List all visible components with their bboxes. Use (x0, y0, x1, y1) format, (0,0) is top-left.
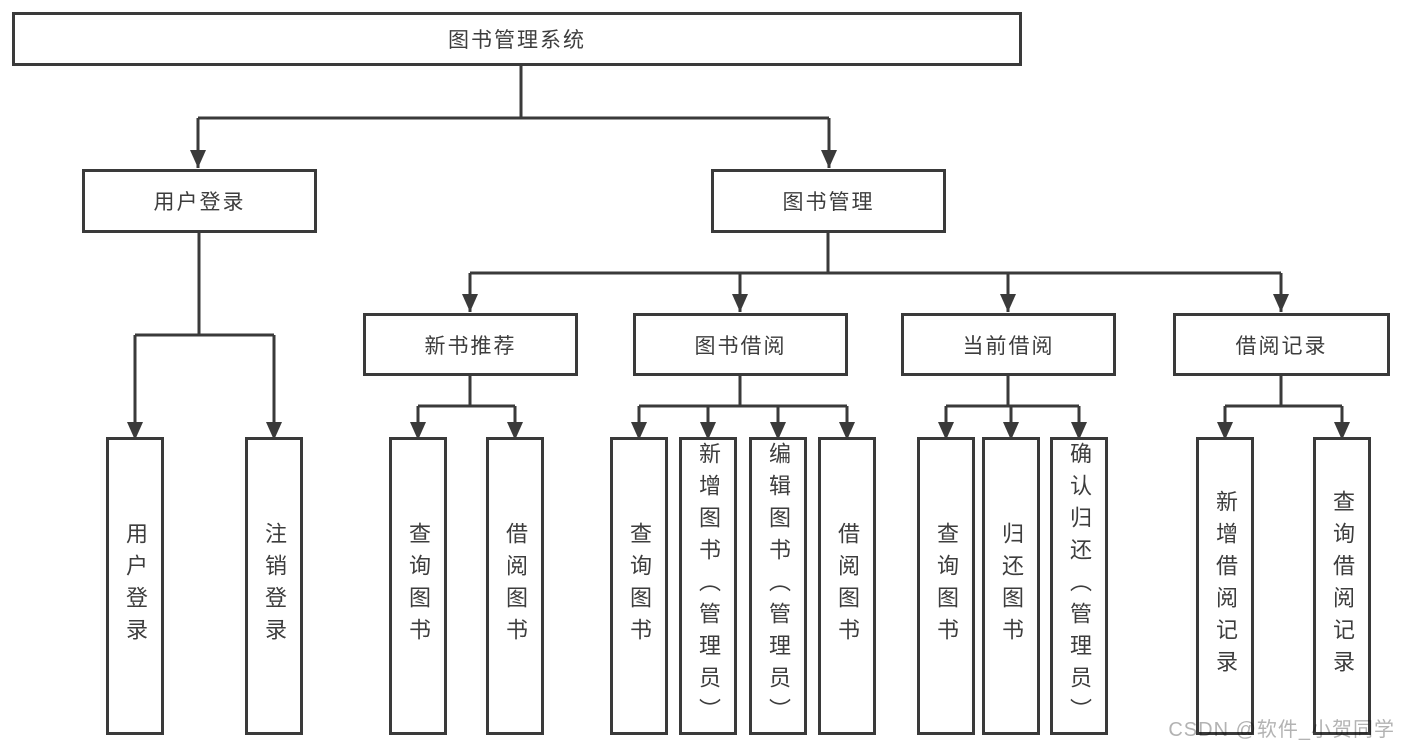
leaf-add-borrow-record-label: 新增借阅记录 (1213, 490, 1238, 682)
leaf-query-books-current: 查询图书 (917, 437, 975, 735)
leaf-borrow-books-recommend: 借阅图书 (486, 437, 544, 735)
node-book-borrow-label: 图书借阅 (694, 334, 787, 358)
node-user-login: 用户登录 (82, 169, 317, 233)
leaf-add-borrow-record: 新增借阅记录 (1196, 437, 1254, 735)
node-book-management-label: 图书管理 (782, 191, 875, 214)
leaf-return-book-label: 归还图书 (999, 522, 1024, 650)
leaf-logout: 注销登录 (245, 437, 303, 735)
leaf-user-login: 用户登录 (106, 437, 164, 735)
leaf-add-book-admin: 新增图书（管理员） (679, 437, 737, 735)
leaf-edit-book-admin-label: 编辑图书（管理员） (766, 442, 791, 730)
leaf-query-books-recommend-label: 查询图书 (406, 522, 431, 650)
leaf-borrow-books-recommend-label: 借阅图书 (503, 522, 528, 650)
node-book-borrow: 图书借阅 (633, 313, 848, 376)
leaf-confirm-return-admin: 确认归还（管理员） (1050, 437, 1108, 735)
node-user-login-label: 用户登录 (153, 191, 246, 214)
node-root: 图书管理系统 (12, 12, 1022, 66)
leaf-confirm-return-admin-label: 确认归还（管理员） (1067, 442, 1092, 730)
leaf-query-books-borrow-label: 查询图书 (627, 522, 652, 650)
node-borrow-records-label: 借阅记录 (1235, 334, 1328, 358)
leaf-add-book-admin-label: 新增图书（管理员） (696, 442, 721, 730)
node-borrow-records: 借阅记录 (1173, 313, 1390, 376)
leaf-query-books-current-label: 查询图书 (934, 522, 959, 650)
leaf-borrow-books: 借阅图书 (818, 437, 876, 735)
node-current-borrow-label: 当前借阅 (962, 334, 1055, 358)
node-root-label: 图书管理系统 (448, 29, 586, 52)
leaf-query-borrow-record: 查询借阅记录 (1313, 437, 1371, 735)
leaf-query-books-borrow: 查询图书 (610, 437, 668, 735)
node-current-borrow: 当前借阅 (901, 313, 1116, 376)
node-book-management: 图书管理 (711, 169, 946, 233)
leaf-query-books-recommend: 查询图书 (389, 437, 447, 735)
node-new-book-recommend-label: 新书推荐 (424, 334, 517, 358)
leaf-logout-label: 注销登录 (262, 522, 287, 650)
leaf-user-login-label: 用户登录 (123, 522, 148, 650)
leaf-return-book: 归还图书 (982, 437, 1040, 735)
leaf-edit-book-admin: 编辑图书（管理员） (749, 437, 807, 735)
watermark-text: CSDN @软件_小贺同学 (1168, 719, 1395, 741)
leaf-query-borrow-record-label: 查询借阅记录 (1330, 490, 1355, 682)
leaf-borrow-books-label: 借阅图书 (835, 522, 860, 650)
node-new-book-recommend: 新书推荐 (363, 313, 578, 376)
